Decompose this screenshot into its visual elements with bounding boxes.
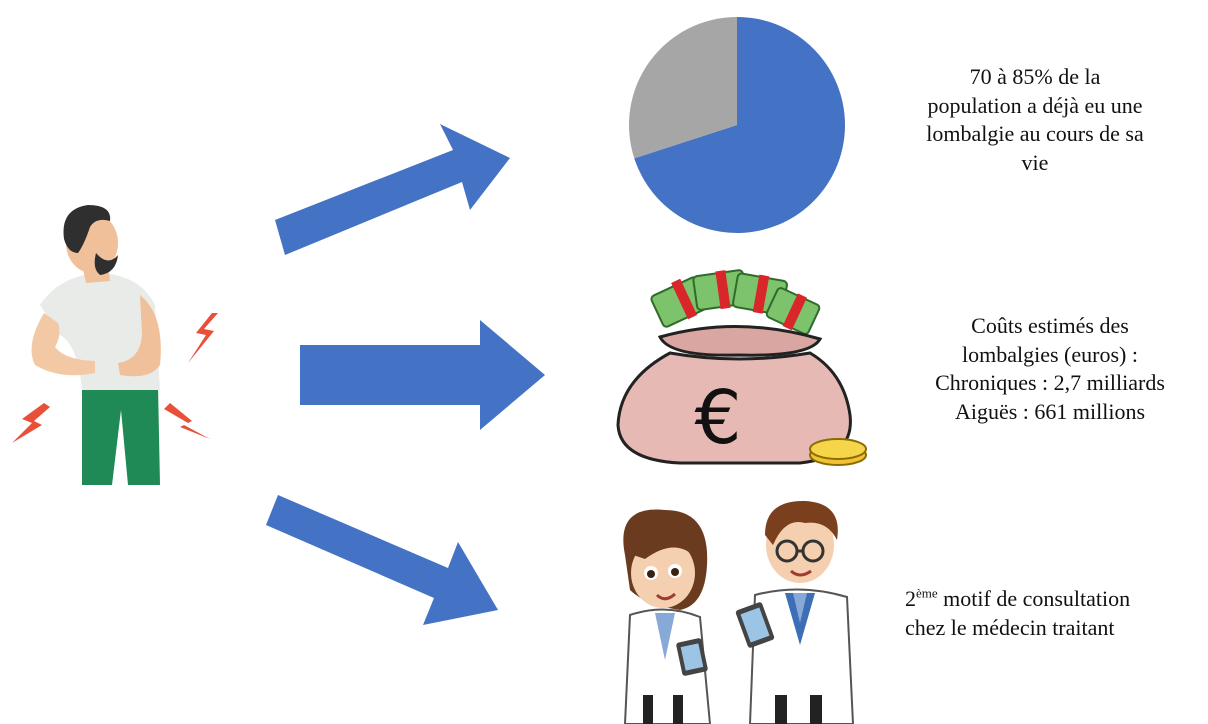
- pie-slice-main: [634, 17, 845, 233]
- arrow-up-right-icon: [275, 124, 510, 255]
- pie-chart: [629, 17, 845, 233]
- back-pain-person-icon: [12, 205, 218, 485]
- consultation-line-1-rest: motif de consultation: [937, 586, 1131, 611]
- arrow-right-icon: [300, 320, 545, 430]
- rank-number: 2: [905, 586, 916, 611]
- consultation-line-1: 2ème motif de consultation: [905, 585, 1205, 614]
- prevalence-line-1: 70 à 85% de la: [969, 64, 1101, 89]
- prevalence-line-2: population a déjà eu une: [927, 92, 1143, 118]
- rank-superscript: ème: [916, 585, 938, 601]
- consultation-line-2: chez le médecin traitant: [905, 614, 1115, 640]
- prevalence-line-3: lombalgie au cours de sa: [926, 121, 1144, 147]
- prevalence-line-4: vie: [1021, 149, 1049, 175]
- money-bag-icon: €: [616, 269, 867, 466]
- prevalence-text: 70 à 85% de la population a déjà eu une …: [885, 63, 1185, 177]
- consultation-text: 2ème motif de consultation chez le médec…: [905, 585, 1205, 642]
- costs-line-2: lombalgies (euros) :: [962, 341, 1138, 367]
- costs-line-1: Coûts estimés des: [971, 313, 1129, 338]
- doctors-icon: [623, 500, 855, 724]
- costs-text: Coûts estimés des lombalgies (euros) : C…: [895, 312, 1205, 426]
- arrow-down-right-icon: [266, 495, 498, 625]
- male-doctor: [735, 500, 855, 724]
- pie-slice-rest: [629, 17, 737, 159]
- euro-symbol: €: [694, 375, 741, 461]
- costs-line-3: Chroniques : 2,7 milliards: [935, 370, 1165, 396]
- costs-line-4: Aiguës : 661 millions: [954, 398, 1146, 424]
- female-doctor: [623, 509, 712, 724]
